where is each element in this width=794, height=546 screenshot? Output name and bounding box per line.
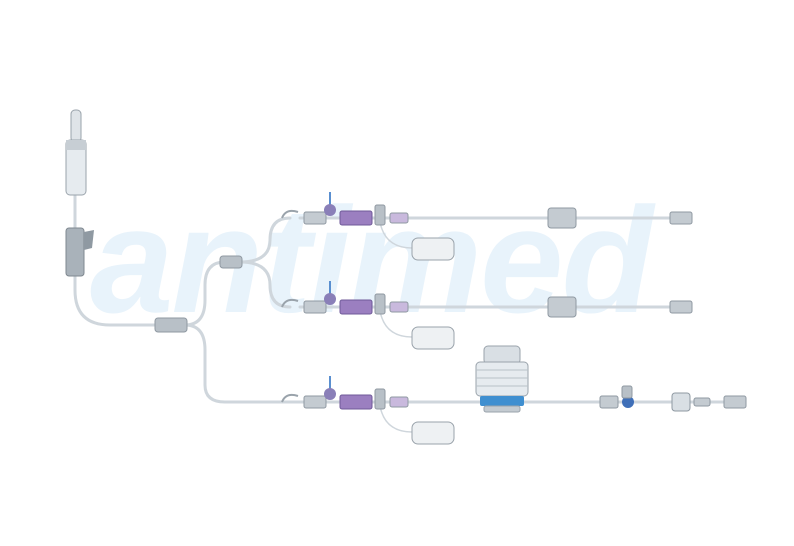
roller-clamp-wheel (84, 230, 94, 250)
flow-regulator-icon (339, 394, 373, 410)
y-connector-upper (219, 255, 243, 269)
check-valve-icon (324, 204, 336, 216)
connector (693, 397, 711, 407)
drip-chamber-icon (65, 109, 87, 196)
stopcock-icon (374, 388, 386, 410)
roller-clamp-body (65, 227, 85, 277)
slide-clamp-icon (547, 296, 577, 318)
flow-regulator-icon (339, 210, 373, 226)
luer-lock-icon (389, 301, 409, 313)
tubing-network (73, 188, 747, 433)
line-1-components (281, 192, 693, 261)
y-connector-icon (154, 255, 243, 333)
valve-blue-icon (622, 396, 634, 408)
spike (70, 109, 82, 143)
hook-clip-icon (281, 393, 299, 403)
cap-tether-3 (379, 405, 413, 433)
line-2-components (281, 281, 693, 350)
check-valve-icon (324, 293, 336, 305)
slide-clamp-icon (671, 392, 691, 412)
inline-filter-icon (475, 345, 529, 413)
split-tube-lower (183, 323, 227, 404)
line-3-components (281, 345, 747, 445)
roller-clamp-icon (65, 227, 94, 277)
stopcock-icon (374, 204, 386, 226)
main-tube (73, 188, 162, 327)
hook-clip-icon (281, 209, 299, 219)
filter-top-cap (483, 345, 521, 365)
cap-tether-2 (379, 310, 413, 338)
split-tube-upper (183, 260, 227, 327)
stopcock-icon (374, 293, 386, 315)
flow-regulator-icon (339, 299, 373, 315)
luer-lock-icon (389, 212, 409, 224)
filter-membrane (480, 396, 524, 406)
connector (599, 395, 619, 409)
connector (303, 300, 327, 314)
check-valve-icon (324, 388, 336, 400)
slide-clamp-icon (547, 207, 577, 229)
chamber-band (66, 140, 86, 150)
branch-tube-upper-a (238, 216, 292, 264)
y-connector-main (154, 317, 188, 333)
connector (303, 395, 327, 409)
cap-tether-1 (379, 221, 413, 249)
hook-clip-icon (281, 298, 299, 308)
luer-lock-icon (389, 396, 409, 408)
end-luer-lock (669, 300, 693, 314)
filter-base (483, 405, 521, 413)
end-luer-lock (723, 395, 747, 409)
filter-body (475, 361, 529, 397)
branch-tube-upper-b (238, 260, 292, 309)
protective-cap-icon (411, 326, 455, 350)
end-luer-lock (669, 211, 693, 225)
connector (303, 211, 327, 225)
protective-cap-icon (411, 237, 455, 261)
protective-cap-icon (411, 421, 455, 445)
stopcock-icon (621, 385, 633, 399)
